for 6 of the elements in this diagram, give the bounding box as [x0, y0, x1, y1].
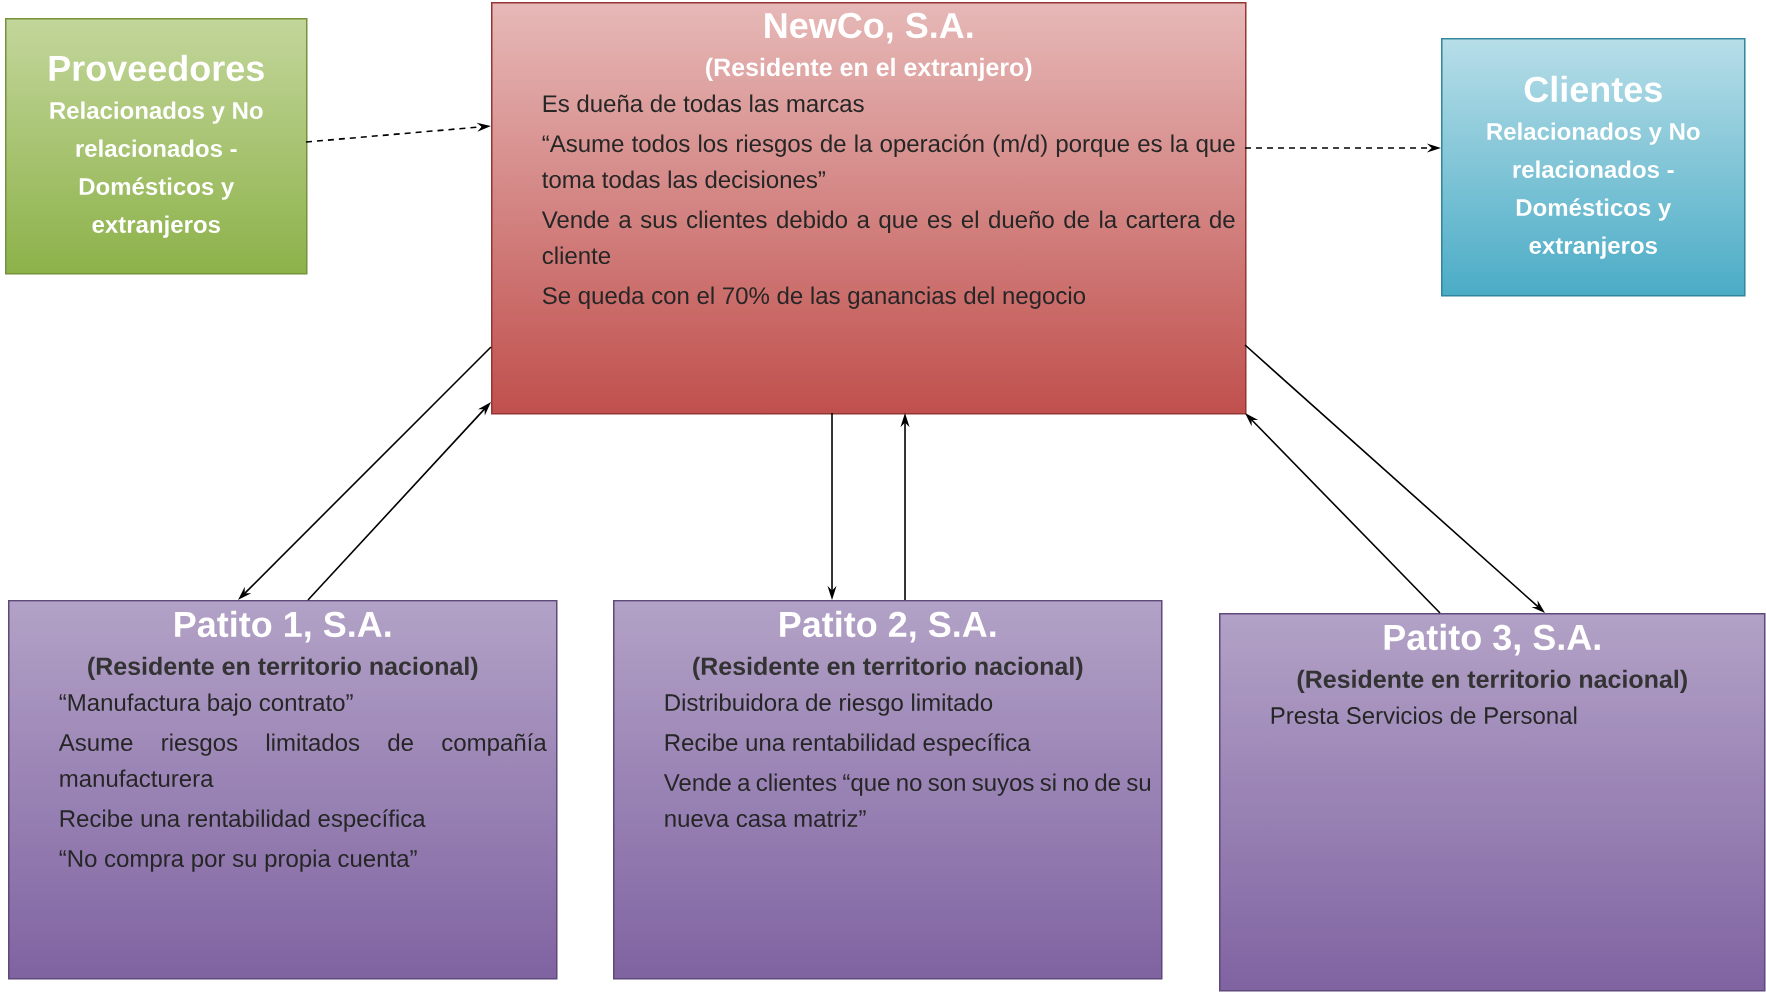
customer-box: Clientes Relacionados y No relacionados - Domésticos y extranjeros [1441, 38, 1746, 297]
subsidiary-box: Patito 1, S.A. (Residente en territorio nacional) “Manufactura bajo contrato” Asume riesgos limitados de compañía manufacturera Recibe una rentabilidad específica “No compra por su propia cuenta” [8, 600, 558, 980]
supplier-box: Proveedores Relacionados y No relacionados - Domésticos y extranjeros [5, 18, 308, 275]
company-box: NewCo, S.A. (Residente en el extranjero) Es dueña de todas las marcas “Asume todos los riesgos de la operación (m/d) porque es la que toma todas las decisiones” Vende a sus clientes debido a que es el dueño de la cartera de cliente Se queda con el 70% de las ganancias del negocio [491, 2, 1247, 415]
subsidiary-box: Patito 2, S.A. (Residente en territorio nacional) Distribuidora de riesgo limitado Recibe una rentabilidad específica Vende a clientes “que no son suyos si no de su nueva casa matriz” [613, 600, 1163, 980]
subsidiary-box: Patito 3, S.A. (Residente en territorio nacional) Presta Servicios de Personal [1219, 613, 1766, 992]
